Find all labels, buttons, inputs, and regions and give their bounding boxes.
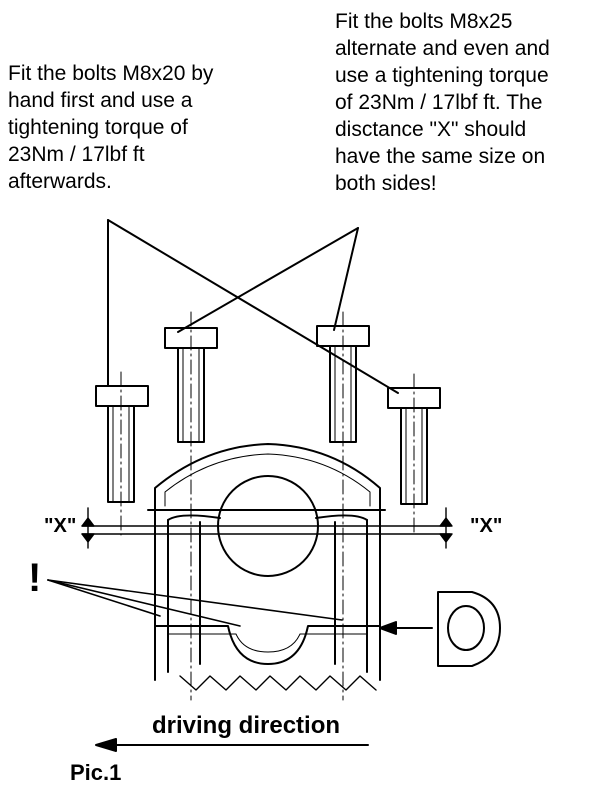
lower-saddle [154,625,381,665]
gap-x-measure [81,507,453,549]
view-arrow [379,621,433,635]
figure-caption: Pic.1 [70,760,122,785]
center-lines [120,311,415,701]
leader-lines-left-note [107,219,399,394]
leader-lines-right-note [177,227,359,333]
note-right-line: alternate and even and [335,37,550,60]
clamp-body [154,509,381,681]
note-left-line: hand first and use a [8,89,193,112]
note-right-line: Fit the bolts M8x25 [335,10,513,33]
note-left-line: afterwards. [8,170,112,193]
note-left-line: Fit the bolts M8x20 by [8,62,214,85]
break-line [179,675,377,691]
view-d-symbol [437,591,501,667]
upper-clamp [147,443,386,511]
note-left-line: 23Nm / 17lbf ft [8,143,145,166]
note-bolts-m8x20: Fit the bolts M8x20 by hand first and us… [8,60,308,195]
gap-x-label-right: "X" [470,515,503,537]
gap-x-label-left: "X" [44,515,77,537]
note-right-line: have the same size on [335,145,546,168]
note-bolts-m8x25: Fit the bolts M8x25 alternate and even a… [335,8,610,197]
note-right-line: disctance "X" should [335,118,527,141]
note-right-line: use a tightening torque [335,64,549,87]
bolt-outer-left [95,385,149,503]
driving-direction-arrow [95,738,369,752]
note-right-line: both sides! [335,172,437,195]
note-left-line: tightening torque of [8,116,188,139]
warning-exclamation: ! [28,556,42,600]
warning-leader-lines [47,579,343,627]
note-right-line: of 23Nm / 17lbf ft. The [335,91,543,114]
driving-direction-label: driving direction [152,712,341,739]
